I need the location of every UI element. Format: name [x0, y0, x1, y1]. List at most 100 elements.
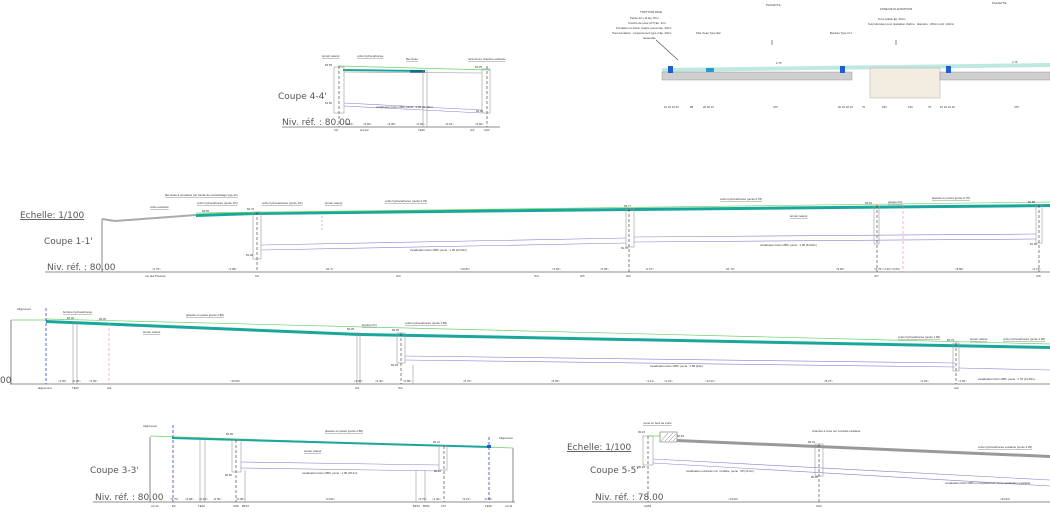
point-label: BP11 — [423, 504, 430, 508]
dimension: <4.15> — [445, 122, 454, 126]
label: bordure hydrocarbonée — [63, 310, 93, 314]
dimension: <13.00> — [728, 497, 739, 501]
level: 84.05 — [347, 327, 354, 331]
level: 84.55 — [325, 63, 332, 67]
point-label: vol 11 — [505, 504, 513, 508]
dimension: 475 — [773, 105, 778, 109]
dimension: <2.08> — [185, 497, 194, 501]
level: 81.60 — [1030, 242, 1037, 246]
label: voirie hydrocarbonée (pente 2.88) — [405, 321, 447, 325]
natural-ground — [337, 65, 491, 71]
label: chambre à créer sur conduite existante — [812, 429, 861, 433]
dimension: <0.89> — [403, 379, 412, 383]
natural-ground — [195, 201, 1050, 214]
dimension: <6.35> — [600, 267, 609, 271]
level: 82.84 — [677, 434, 684, 438]
dimension: <0.75> — [170, 497, 179, 501]
label: raccord sur chambre existante — [468, 57, 506, 61]
dimension: 10 20 10 20 — [940, 105, 955, 109]
point-label: ch5 — [580, 274, 585, 278]
point-label: CH — [334, 128, 338, 132]
level: 81.00 — [246, 253, 253, 257]
section-coupe-1-1: Echelle: 1/100 Coupe 1-1' Niv. réf. : 80… — [20, 193, 1050, 278]
point-label: ch1 — [355, 386, 360, 390]
point-label: BP13 — [242, 504, 249, 508]
dimension: <0.60> — [416, 122, 425, 126]
title: PLACETTE — [992, 1, 1007, 5]
conduit-label: canalisation béton Ø50, pente : 1.08 (22… — [410, 248, 467, 252]
scale-label: Echelle: 1/100 — [567, 443, 632, 453]
conduit-label: canalisation existante non modifiée, pen… — [686, 469, 754, 473]
dimension: 180 — [882, 105, 887, 109]
label: Alignement — [499, 436, 513, 440]
dimension: <10.81> — [460, 267, 471, 271]
title: PLACETTE — [766, 3, 781, 7]
label: parapet IC1 — [888, 200, 903, 204]
point-label: ca3 — [954, 386, 959, 390]
dimension: <1.31> — [664, 379, 673, 383]
note: Filet d'eau Type IE2 — [696, 31, 721, 35]
dimension: <0.60> — [475, 122, 484, 126]
dimension: <12.21> — [705, 379, 716, 383]
section-title: Coupe 5-5' — [590, 466, 639, 476]
dimension: <0.30> — [484, 497, 493, 501]
conduit-label: canalisation béton Ø50, pente : 4.08 (11… — [376, 105, 433, 109]
point-label: E3 — [172, 504, 176, 508]
label: Alignement — [17, 307, 31, 311]
title: ZONE DE PLANTATIONS — [880, 7, 912, 11]
section-title: Coupe 1-1' — [44, 237, 93, 247]
dimension: <0.30> — [72, 379, 81, 383]
point-label: ch4 — [534, 274, 539, 278]
label: placette en pavés (pente 0.78) — [932, 196, 970, 200]
dimension: 20 10 20 10 — [838, 105, 853, 109]
label: filet d'eau à remplacer par bande de con… — [165, 193, 238, 197]
label: terrain naturel — [325, 201, 343, 205]
dimension: 70 — [928, 105, 932, 109]
section-title: Coupe 4-4' — [278, 92, 327, 102]
label: voirie hydrocarbonée (pente 1%) — [262, 201, 303, 205]
label: voirie hydrocarbonée (pente 1.98) — [1003, 337, 1045, 341]
dimension: <2.10> — [345, 122, 354, 126]
dimension: <0.60> — [363, 122, 372, 126]
label: voirie hydrocarbonée (pente 1.98) — [898, 335, 940, 339]
point-label: CH8 — [233, 504, 239, 508]
pavement-layer — [662, 63, 1050, 72]
existing-road — [101, 214, 197, 223]
point-label: TE20 — [485, 504, 492, 508]
note: Fondation en béton maigre poreux Ep. 20c… — [616, 26, 672, 30]
section-coupe-5-5: Echelle: 1/100 Coupe 5-5' Niv. réf. : 78… — [567, 421, 1050, 508]
level: 84.35 — [475, 65, 482, 69]
label: terrain naturel — [790, 214, 808, 218]
point-label: TE20 — [72, 386, 79, 390]
level: 80.05 — [811, 475, 818, 479]
label: Alignement — [143, 424, 157, 428]
point-label: Ch7 — [441, 504, 447, 508]
dimension: <1.60> — [958, 379, 967, 383]
point-label: ch2 — [398, 386, 403, 390]
point-label: CH2 — [484, 128, 490, 132]
dimension: <2.30> — [89, 379, 98, 383]
point-label: ch3 — [396, 274, 401, 278]
label: voirie hydrocarbonée (pente 1%) — [197, 201, 238, 205]
slope-label: 2.75 — [1012, 60, 1018, 64]
dimension: <13.81> — [325, 497, 336, 501]
dimension: <2.05> — [354, 379, 363, 383]
conduit-label: canalisation béton Ø50, pente : 1.08 (18… — [302, 471, 357, 475]
dimension: <2.55> — [213, 497, 222, 501]
dimension: <8.27> — [824, 379, 833, 383]
point-label: ch7 — [874, 274, 879, 278]
level: 84.70 — [247, 207, 254, 211]
dimension: 130 — [908, 105, 913, 109]
point-label: ch8 — [1036, 274, 1041, 278]
dimension: <26.84> — [1000, 497, 1011, 501]
pavement-layer — [46, 320, 1050, 349]
label: voirie hydrocarbonée (pente 0.78) — [385, 199, 427, 203]
level: 81.70 — [621, 246, 628, 250]
label: voirie hydrocarbonée existante (pente 4.… — [978, 445, 1032, 449]
section-coupe-3-3: Coupe 3-3' Niv. réf. : 80.00 Alignement … — [90, 424, 515, 508]
conduit — [343, 102, 483, 111]
dimension: <0.20> — [199, 497, 208, 501]
section-title: Coupe 3-3' — [90, 466, 139, 476]
dimension: <2.05> — [58, 379, 67, 383]
dimension: <9.60> — [836, 267, 845, 271]
